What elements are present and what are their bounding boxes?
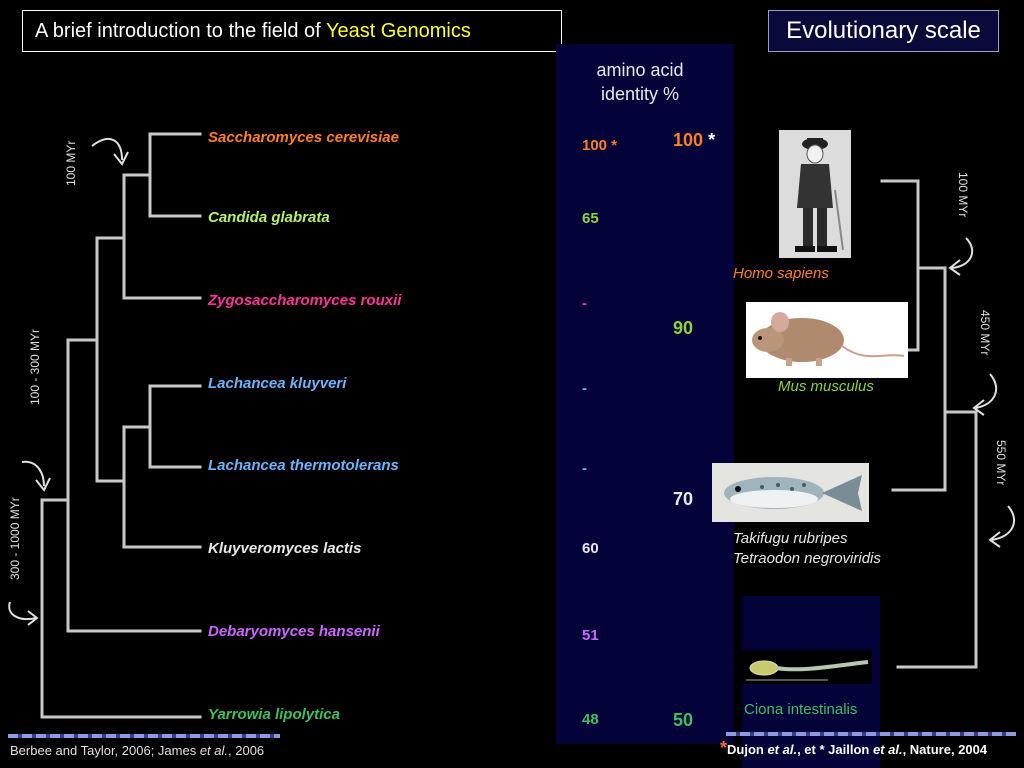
species-debaryomyces-hansenii: Debaryomyces hansenii xyxy=(208,623,380,640)
animal-label-mus-musculus: Mus musculus xyxy=(778,378,874,395)
yeast-branch-root xyxy=(40,498,202,719)
curved-arrow-icon xyxy=(8,601,39,626)
slide-title: A brief introduction to the field of Yea… xyxy=(22,10,562,52)
identity-value-yeast: 65 xyxy=(582,210,599,227)
divergence-time-label: 100 - 300 MYr xyxy=(28,328,42,405)
animal-label-ciona: Ciona intestinalis xyxy=(744,701,858,718)
title-highlight: Yeast Genomics xyxy=(325,20,471,42)
identity-value-yeast: 60 xyxy=(582,540,599,557)
species-yarrowia-lipolytica: Yarrowia lipolytica xyxy=(208,706,340,723)
curved-arrow-icon xyxy=(988,505,1016,548)
identity-value-yeast: - xyxy=(582,460,587,477)
title-prefix: A brief introduction to the field of xyxy=(35,20,326,42)
species-lachancea-thermotolerans: Lachancea thermotolerans xyxy=(208,457,399,474)
divergence-time-label: 300 - 1000 MYr xyxy=(8,497,22,580)
identity-value-yeast: 48 xyxy=(582,711,599,728)
curved-arrow-icon xyxy=(948,237,974,276)
identity-value-yeast: - xyxy=(582,380,587,397)
yeast-branch-zygo-kluy xyxy=(95,236,126,483)
animal-label-tetraodon: Tetraodon negroviridis xyxy=(733,550,881,567)
species-lachancea-kluyveri: Lachancea kluyveri xyxy=(208,375,347,392)
yeast-branch-scg-zr xyxy=(122,173,202,300)
ciona-photo xyxy=(742,650,872,684)
identity-value-vertebrate: 100 * xyxy=(673,130,716,150)
footer-citation-left: Berbee and Taylor, 2006; James et al., 2… xyxy=(10,743,265,758)
species-candida-glabrata: Candida glabrata xyxy=(208,209,330,226)
curved-arrow-icon xyxy=(21,460,51,492)
yeast-branch-sc-cg xyxy=(148,132,202,218)
identity-value-yeast: - xyxy=(582,295,587,312)
human-photo xyxy=(779,130,851,258)
animal-label-takifugu: Takifugu rubripes xyxy=(733,530,848,547)
fish-photo xyxy=(712,463,869,522)
identity-header-line2: identity % xyxy=(600,84,680,104)
identity-value-vertebrate: 50 xyxy=(673,710,694,730)
animal-branch-ciona xyxy=(896,410,978,669)
identity-header: amino acid identity % xyxy=(556,58,724,106)
species-zygosaccharomyces-rouxii: Zygosaccharomyces rouxii xyxy=(208,292,402,309)
identity-value-vertebrate: 90 xyxy=(673,318,694,338)
footer-citation-right: *Dujon et al., et * Jaillon et al., Natu… xyxy=(720,738,988,758)
identity-value-yeast: 51 xyxy=(582,627,599,644)
mouse-photo xyxy=(746,302,908,378)
divergence-time-label: 100 MYr xyxy=(956,172,970,218)
identity-column xyxy=(556,44,734,744)
animal-label-homo-sapiens: Homo sapiens xyxy=(733,265,829,282)
identity-value-vertebrate: 70 xyxy=(673,489,694,509)
curved-arrow-icon xyxy=(91,138,129,166)
identity-value-yeast: 100 * xyxy=(582,137,618,154)
animal-branch-fish xyxy=(891,266,947,492)
identity-header-line1: amino acid xyxy=(596,60,684,80)
footer-divider-left xyxy=(8,734,280,738)
footer-divider-right xyxy=(726,732,1016,736)
divergence-time-label: 450 MYr xyxy=(978,310,992,356)
yeast-branch-lk-lt xyxy=(148,384,202,469)
evolutionary-scale-box: Evolutionary scale xyxy=(768,10,999,52)
curved-arrow-icon xyxy=(972,373,998,416)
yeast-branch-lach-kl xyxy=(122,425,202,549)
yeast-branch-deba xyxy=(66,338,202,633)
divergence-time-label: 550 MYr xyxy=(994,440,1008,486)
species-kluyveromyces-lactis: Kluyveromyces lactis xyxy=(208,540,362,557)
divergence-time-label: 100 MYr xyxy=(64,140,78,186)
species-saccharomyces-cerevisiae: Saccharomyces cerevisiae xyxy=(208,129,399,146)
